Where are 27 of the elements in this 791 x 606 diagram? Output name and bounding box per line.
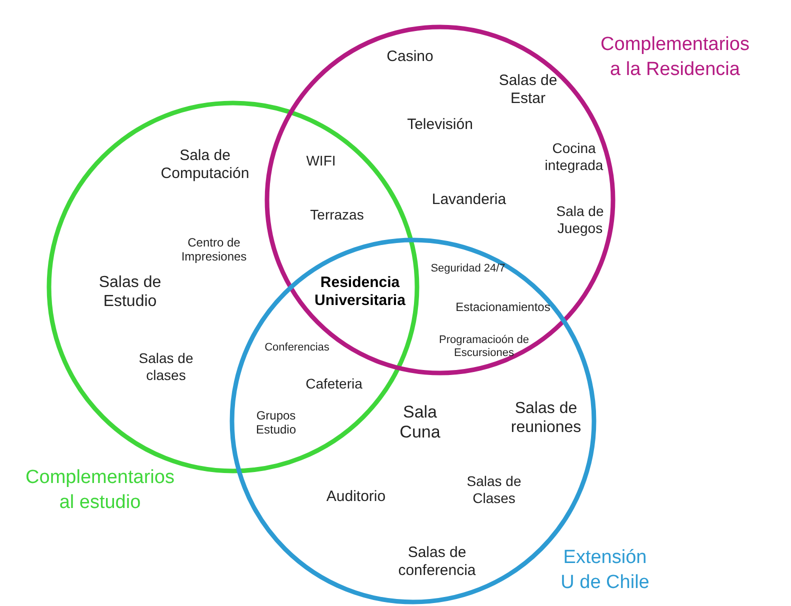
item-label: Sala Cuna: [398, 402, 442, 444]
item-label: Televisión: [406, 116, 474, 134]
set-title: Complementarios al estudio: [25, 466, 175, 515]
set-title: Extensión U de Chile: [560, 546, 650, 595]
item-label: Terrazas: [309, 206, 365, 224]
item-label: Casino: [386, 48, 434, 66]
item-label: Salas de clases: [138, 350, 194, 384]
item-label: Lavanderia: [430, 191, 508, 209]
set-title: Complementarios a la Residencia: [600, 33, 750, 82]
item-label: Salas de Clases: [466, 473, 522, 507]
item-label: Salas de Estudio: [98, 272, 162, 312]
item-label: Sala de Juegos: [555, 203, 605, 237]
item-label: WIFI: [305, 152, 337, 170]
item-label: Seguridad 24/7: [430, 262, 506, 276]
item-label: Programacioón de Escursiones: [438, 334, 530, 360]
item-label: Auditorio: [325, 488, 387, 506]
item-label: Estacionamientos: [454, 300, 552, 314]
center-label: Residencia Universitaria: [314, 274, 406, 310]
item-label: Centro de Impresiones: [180, 236, 248, 264]
item-label: Conferencias: [264, 341, 330, 355]
item-label: Grupos Estudio: [254, 408, 298, 438]
item-label: Salas de conferencia: [397, 544, 477, 580]
item-label: Salas de Estar: [498, 72, 558, 108]
item-label: Salas de reuniones: [510, 398, 582, 438]
item-label: Cafeteria: [304, 376, 364, 392]
item-label: Cocina integrada: [544, 140, 604, 174]
item-label: Sala de Computación: [160, 147, 250, 183]
